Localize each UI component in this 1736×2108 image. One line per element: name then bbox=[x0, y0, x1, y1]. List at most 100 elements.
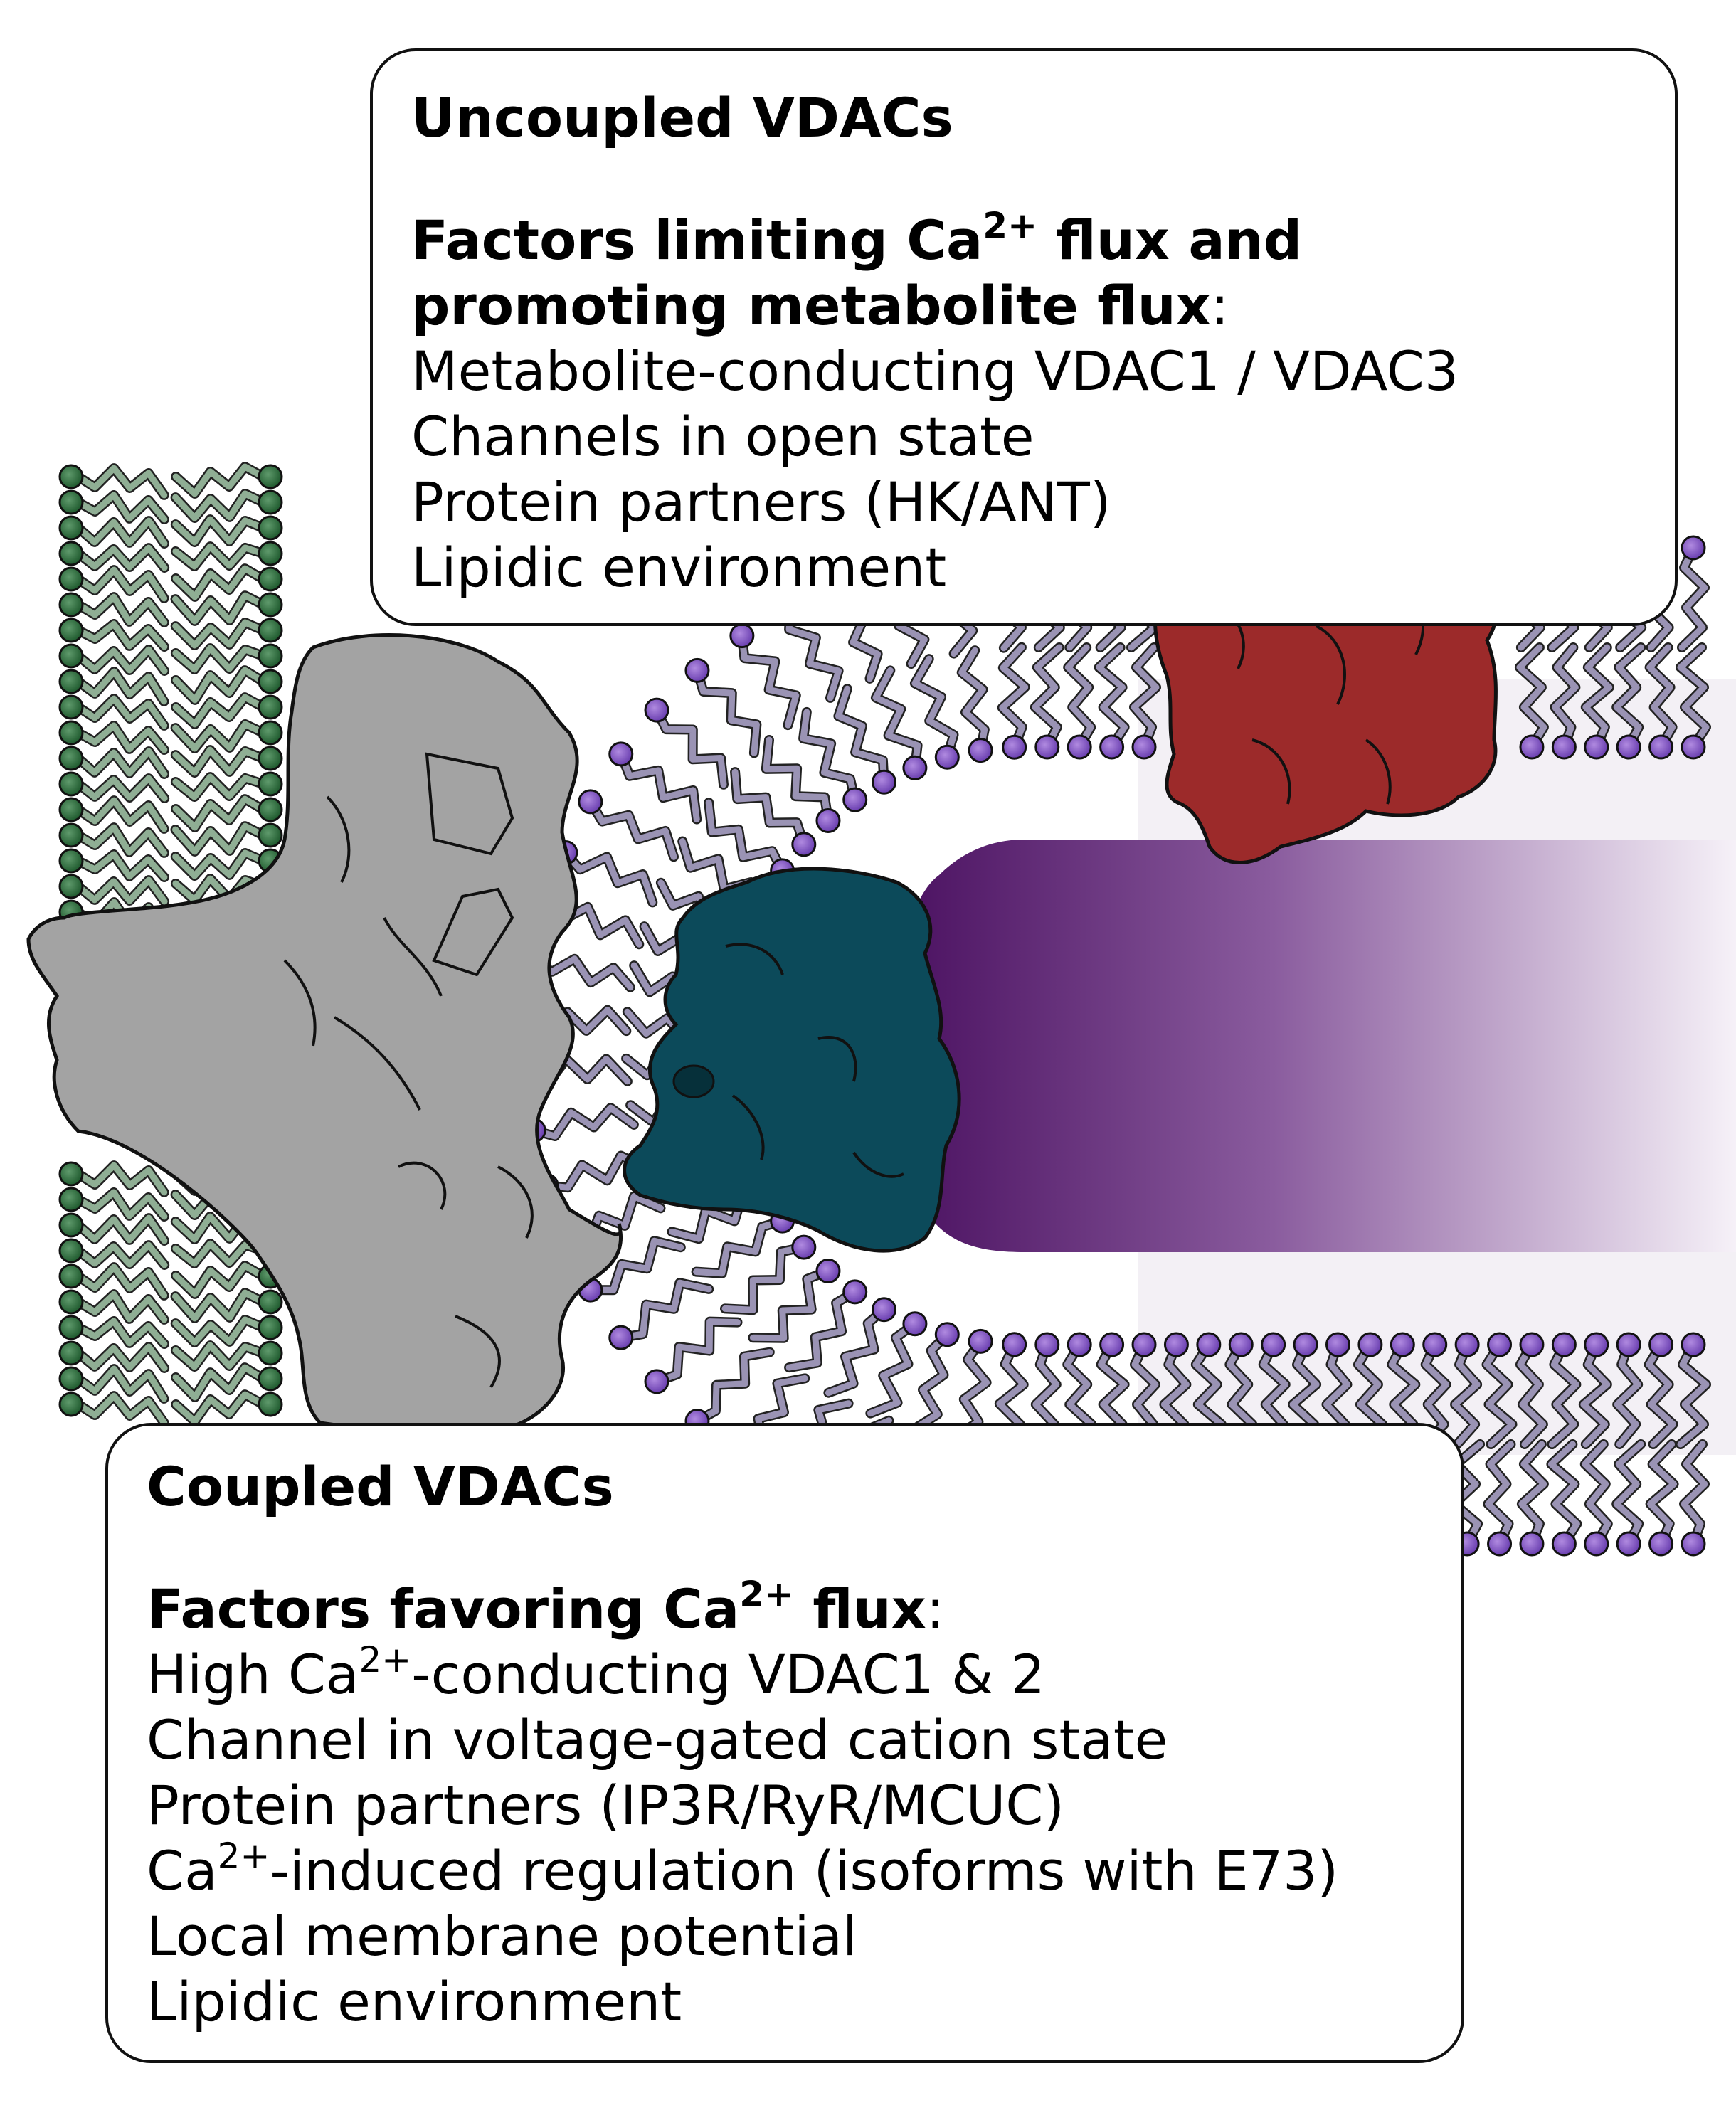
coupled-heading-part2: flux bbox=[793, 1577, 926, 1641]
lipid-head bbox=[1390, 1332, 1415, 1357]
lipid-head bbox=[842, 787, 868, 812]
lipid-tail bbox=[1548, 1341, 1579, 1448]
lipid-tail bbox=[172, 795, 267, 831]
lipid-tail bbox=[911, 655, 957, 761]
lipid-tail bbox=[75, 797, 168, 832]
lipid-head bbox=[1357, 1332, 1383, 1357]
lipid-tail bbox=[75, 517, 168, 547]
lipid-tail bbox=[1485, 1441, 1514, 1547]
coupled-title: Coupled VDACs bbox=[147, 1455, 614, 1518]
lipid-tail bbox=[75, 566, 168, 602]
vdac-detail-lines bbox=[725, 943, 904, 1178]
lipid-head bbox=[58, 669, 84, 694]
coupled-heading: Factors favoring Ca2+ flux: bbox=[147, 1577, 1461, 1642]
coupled-item4-part1: Ca bbox=[147, 1839, 218, 1902]
lipid-tail bbox=[562, 849, 656, 906]
lipid-tail bbox=[693, 1217, 786, 1277]
lipid-tail bbox=[1547, 1441, 1580, 1547]
lipid-head bbox=[258, 464, 283, 489]
lipid-tail bbox=[172, 875, 267, 904]
lipid-head bbox=[1067, 1332, 1092, 1357]
lipid-tail bbox=[75, 851, 168, 881]
lipid-tail bbox=[1582, 644, 1613, 751]
lipid-tail bbox=[172, 1364, 267, 1401]
lipid-tail bbox=[172, 565, 267, 600]
lipid-head bbox=[58, 848, 84, 874]
lipid-tail bbox=[653, 706, 727, 788]
lipid-head bbox=[258, 797, 283, 822]
lipid-head bbox=[1648, 1332, 1674, 1357]
lipid-head bbox=[258, 592, 283, 618]
lipid-tail bbox=[785, 1288, 859, 1371]
lipid-tail bbox=[172, 516, 267, 546]
lipid-head bbox=[902, 755, 928, 780]
lipid-tail bbox=[172, 1289, 267, 1322]
lipid-tail bbox=[75, 1264, 168, 1299]
lipid-tail bbox=[172, 1342, 267, 1370]
lipid-head bbox=[58, 1366, 84, 1392]
lipid-tail bbox=[800, 709, 859, 803]
lipid-head bbox=[58, 1340, 84, 1366]
lipid-head bbox=[258, 746, 283, 771]
lipid-tail bbox=[1681, 1441, 1708, 1547]
coupled-item: Lipidic environment bbox=[147, 1970, 682, 2033]
coupled-item: Local membrane potential bbox=[147, 1905, 858, 1968]
lipid-tail bbox=[172, 619, 267, 649]
lipid-tail bbox=[587, 798, 677, 860]
lipid-tail bbox=[1517, 1341, 1547, 1448]
lipid-tail bbox=[75, 668, 167, 705]
lipid-tail bbox=[1646, 644, 1676, 751]
lipid-head bbox=[1584, 1332, 1609, 1357]
lipid-head bbox=[1681, 734, 1706, 760]
lipid-head bbox=[58, 1161, 84, 1187]
lipid-head bbox=[58, 1212, 84, 1238]
lipid-head bbox=[608, 741, 634, 767]
lipid-tail bbox=[694, 667, 760, 756]
lipid-tail bbox=[1582, 1441, 1611, 1547]
lipid-head bbox=[1261, 1332, 1286, 1357]
lipid-head bbox=[1648, 734, 1674, 760]
coupled-item1-part1: High Ca bbox=[147, 1643, 359, 1706]
vdac-protein bbox=[623, 867, 961, 1253]
lipid-head bbox=[1034, 1332, 1060, 1357]
lipid-head bbox=[934, 1322, 960, 1347]
lipid-head bbox=[258, 515, 283, 541]
lipid-tail bbox=[75, 544, 168, 571]
lipid-head bbox=[58, 1392, 84, 1417]
lipid-tail bbox=[653, 1318, 741, 1385]
lipid-tail bbox=[694, 1349, 773, 1425]
lipid-tail bbox=[172, 645, 267, 673]
lipid-head bbox=[1681, 1531, 1706, 1557]
lipid-tail bbox=[75, 1343, 168, 1372]
lipid-tail bbox=[75, 1291, 168, 1323]
uncoupled-heading-sup: 2+ bbox=[983, 204, 1037, 246]
lipid-tail bbox=[172, 746, 267, 776]
uncoupled-item: Metabolite-conducting VDAC1 / VDAC3 bbox=[411, 339, 1459, 403]
lipid-tail bbox=[1032, 644, 1063, 751]
lipid-tail bbox=[705, 799, 786, 874]
coupled-heading-part1: Factors favoring Ca bbox=[147, 1577, 740, 1641]
lipid-tail bbox=[1131, 644, 1160, 751]
lipid-head bbox=[1067, 734, 1092, 760]
lipid-head bbox=[644, 1369, 669, 1394]
lipid-tail bbox=[825, 1306, 888, 1397]
lipid-tail bbox=[1677, 1341, 1710, 1448]
lipid-head bbox=[58, 822, 84, 848]
uncoupled-title: Uncoupled VDACs bbox=[411, 86, 953, 149]
lipid-head bbox=[1551, 734, 1577, 760]
lipid-head bbox=[258, 618, 283, 643]
lipid-tail bbox=[75, 876, 168, 905]
lipid-head bbox=[1584, 734, 1609, 760]
lipid-head bbox=[258, 1392, 283, 1417]
lipid-head bbox=[1551, 1531, 1577, 1557]
lipid-tail bbox=[1613, 1441, 1644, 1547]
lipid-tail bbox=[1677, 644, 1710, 751]
lipid-head bbox=[58, 1289, 84, 1315]
lipid-tail bbox=[618, 751, 700, 823]
lipid-head bbox=[902, 1311, 928, 1337]
lipid-tail-outline bbox=[692, 665, 762, 758]
lipid-tail bbox=[75, 824, 168, 857]
lipid-tail bbox=[543, 1153, 648, 1191]
lipid-head bbox=[1099, 734, 1125, 760]
lipid-head bbox=[1454, 1332, 1480, 1357]
